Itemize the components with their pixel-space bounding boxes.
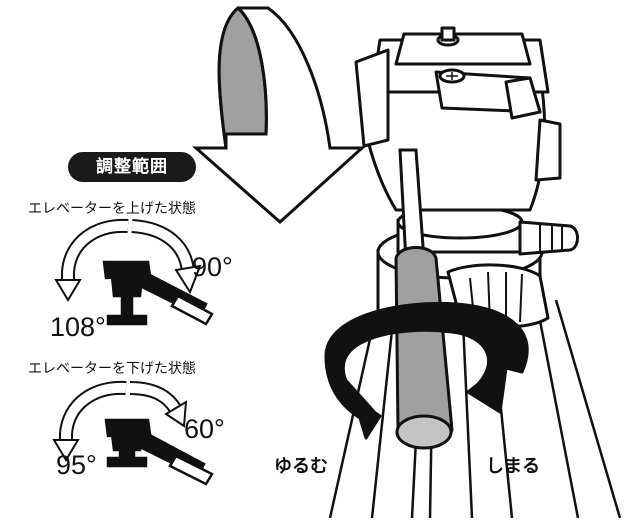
pan-handle [394, 148, 454, 450]
raised-lower-angle: 108° [50, 312, 106, 342]
down-arrow-icon [192, 5, 366, 225]
lowered-lower-angle: 95° [56, 450, 97, 480]
lowered-upper-angle: 60° [184, 414, 225, 444]
lowered-range-inset [52, 380, 214, 486]
tighten-label: しまる [486, 456, 540, 477]
tripod-head [354, 26, 579, 330]
raised-upper-angle: 90° [192, 252, 233, 282]
loosen-label: ゆるむ [274, 456, 328, 477]
raised-range-inset [54, 218, 214, 326]
lowered-caption: エレベーターを下げた状態 [28, 361, 196, 377]
raised-caption: エレベーターを上げた状態 [28, 201, 196, 217]
adjustment-range-badge: 調整範囲 [68, 152, 196, 182]
rotation-arrow-icon [324, 301, 529, 440]
